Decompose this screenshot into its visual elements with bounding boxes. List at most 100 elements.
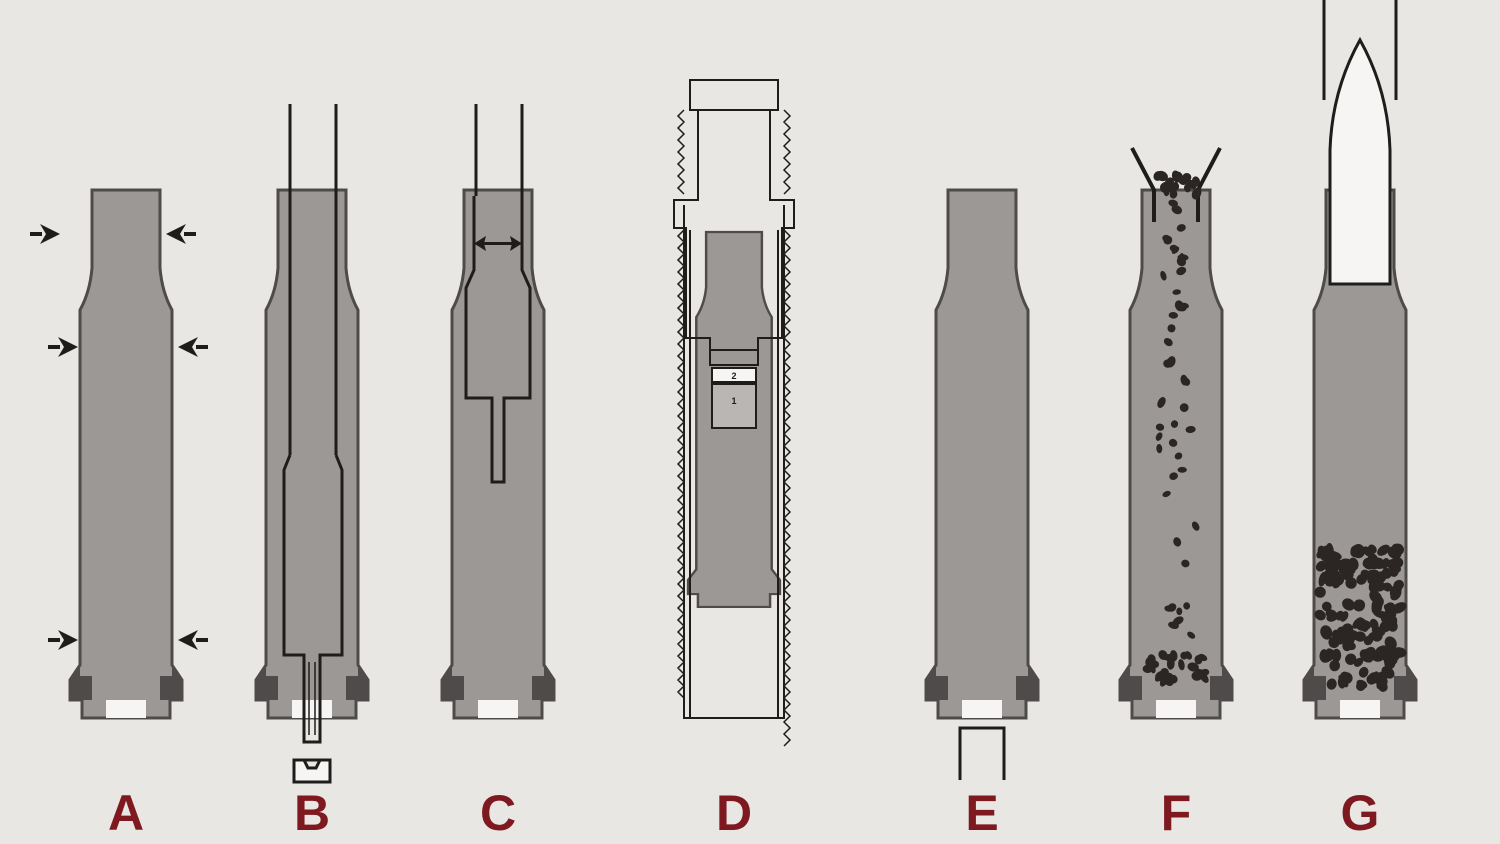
new-primer-icon (958, 726, 1006, 780)
powder-grain (1369, 590, 1383, 604)
powder-grain (1176, 256, 1187, 267)
powder-grain (1187, 631, 1196, 639)
powder-grain (1181, 559, 1190, 568)
powder-grain (1345, 653, 1357, 665)
panel-f (1118, 147, 1234, 720)
label-b: B (294, 785, 330, 841)
panel-d: 2 1 (673, 79, 795, 747)
die-number-1: 1 (731, 396, 736, 406)
powder-grain (1342, 570, 1354, 581)
powder-grain (1328, 569, 1340, 581)
panel-g (1302, 0, 1418, 720)
powder-grain (1350, 545, 1361, 555)
powder-grain (1391, 543, 1403, 555)
powder-grain (1164, 177, 1175, 187)
powder-grain (1168, 621, 1179, 629)
powder-grain (1368, 631, 1382, 641)
powder-grain (1319, 649, 1328, 662)
powder-grain (1183, 602, 1191, 610)
label-f: F (1161, 785, 1192, 841)
powder-grain (1186, 179, 1196, 189)
powder-grain (1381, 567, 1393, 579)
powder-grain (1362, 647, 1377, 658)
spent-primer-icon (292, 758, 332, 784)
powder-grain (1173, 537, 1182, 547)
powder-grain (1331, 648, 1342, 663)
powder-grain (1157, 397, 1166, 408)
powder-grain (1191, 187, 1202, 200)
powder-grain (1381, 557, 1390, 570)
powder-grain (1153, 171, 1163, 181)
powder-grain (1339, 611, 1349, 622)
powder-grain (1174, 452, 1183, 460)
powder-grain (1319, 549, 1334, 563)
powder-grain (1329, 659, 1341, 672)
falling-powder (1142, 170, 1210, 687)
panel-labels: A B C D E F G (108, 785, 1380, 841)
powder-grain (1178, 659, 1185, 671)
label-a: A (108, 785, 144, 841)
powder-grain (1164, 605, 1173, 612)
powder-grain (1184, 651, 1193, 660)
powder-grain (1382, 582, 1393, 592)
powder-grain (1171, 205, 1183, 215)
powder-grain (1358, 666, 1369, 678)
label-e: E (965, 785, 998, 841)
powder-grain (1182, 173, 1192, 183)
powder-grain (1314, 586, 1326, 598)
powder-grain (1390, 587, 1402, 601)
powder-grain (1168, 311, 1178, 319)
powder-grain (1162, 490, 1171, 498)
powder-grain (1142, 664, 1153, 674)
powder-grain (1342, 598, 1355, 611)
panel-e (924, 188, 1040, 780)
powder-grain (1391, 647, 1407, 658)
powder-grain (1376, 671, 1388, 682)
powder-grain (1393, 579, 1404, 591)
powder-grain (1383, 604, 1395, 614)
powder-grain (1163, 654, 1175, 661)
powder-grain (1340, 672, 1353, 684)
powder-grain (1166, 356, 1176, 368)
powder-grain (1147, 654, 1156, 664)
powder-grain (1353, 657, 1364, 667)
powder-grain (1179, 403, 1189, 413)
powder-grain (1348, 630, 1360, 641)
powder-grain (1390, 556, 1404, 569)
powder-grain (1368, 579, 1380, 594)
label-d: D (716, 785, 752, 841)
powder-grain (1197, 653, 1208, 662)
powder-grain (1185, 425, 1196, 434)
powder-grain (1172, 289, 1181, 295)
powder-grain (1164, 672, 1174, 682)
panel-a (30, 188, 208, 720)
die-thread-left (676, 109, 686, 699)
powder-grain (1326, 678, 1337, 690)
powder-grain (1348, 557, 1359, 571)
powder-grain (1200, 668, 1210, 676)
label-c: C (480, 785, 516, 841)
bullet-icon (1328, 36, 1392, 286)
powder-grain (1173, 171, 1183, 180)
powder-grain (1168, 438, 1178, 447)
primer-pocket (106, 700, 146, 718)
powder-grain (1163, 337, 1173, 347)
powder-grain (1353, 599, 1366, 612)
powder-grain (1163, 235, 1173, 245)
die-thread-right (782, 109, 792, 747)
powder-grain (1321, 601, 1332, 612)
powder-grain (1167, 324, 1176, 333)
powder-grain (1155, 423, 1165, 431)
expander-rod (282, 104, 344, 744)
panel-c (440, 104, 556, 720)
powder-grain (1177, 466, 1187, 473)
powder-grain (1355, 620, 1372, 631)
powder-grain (1343, 640, 1356, 651)
powder-grain (1360, 569, 1371, 579)
powder-grain (1314, 609, 1326, 621)
powder-grain (1326, 613, 1338, 622)
seating-stem (1322, 0, 1398, 100)
sizing-die (673, 79, 795, 719)
powder-grain (1174, 300, 1185, 312)
powder-grain (1356, 679, 1368, 689)
